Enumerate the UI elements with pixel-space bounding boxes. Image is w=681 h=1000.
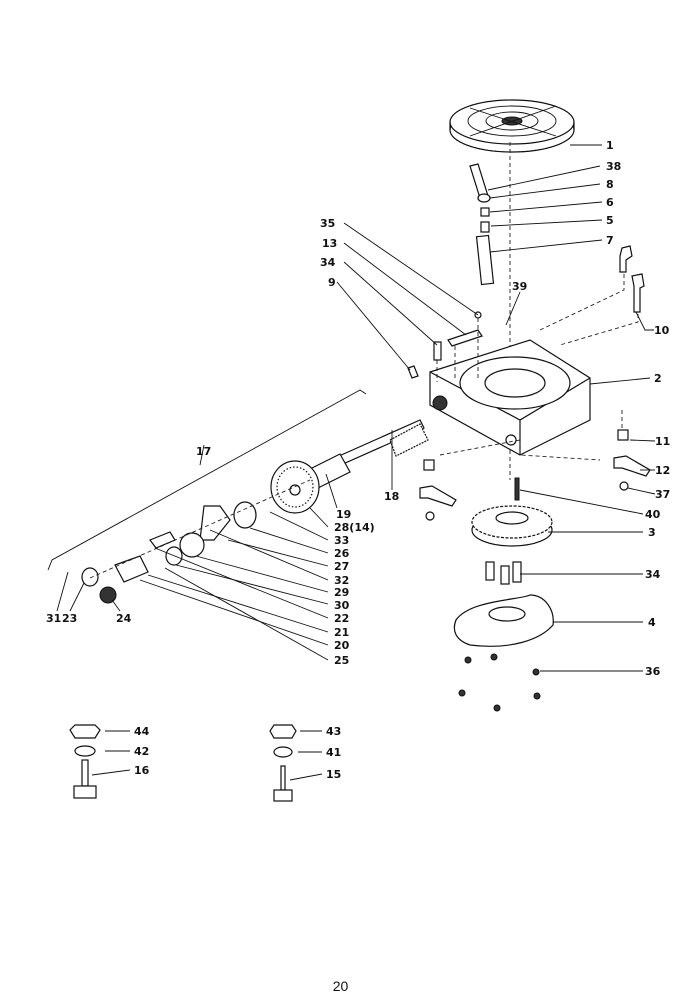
part-t-bolt-set-large <box>69 724 101 799</box>
callout-6: 6 <box>606 196 614 209</box>
part-bottom-plate <box>453 561 554 712</box>
part-base <box>429 339 591 456</box>
part-table-top <box>449 99 575 153</box>
callout-32: 32 <box>334 574 349 587</box>
callout-13: 13 <box>322 237 337 250</box>
callout-40: 40 <box>645 508 661 521</box>
callout-33: 33 <box>334 534 349 547</box>
callout-42: 42 <box>134 745 149 758</box>
callout-44: 44 <box>134 725 150 738</box>
callout-38: 38 <box>606 160 621 173</box>
callout-5: 5 <box>606 214 614 227</box>
part-pins <box>539 245 645 346</box>
callout-3: 3 <box>648 526 656 539</box>
callout-12: 12 <box>655 464 670 477</box>
callout-20: 20 <box>334 639 350 652</box>
callout-2: 2 <box>654 372 662 385</box>
callout-29: 29 <box>334 586 349 599</box>
callout-7: 7 <box>606 234 614 247</box>
leader-lines <box>56 144 656 781</box>
callout-23: 23 <box>62 612 77 625</box>
callout-16: 16 <box>134 764 150 777</box>
callout-18: 18 <box>384 490 399 503</box>
part-small-bushing <box>475 207 495 286</box>
callout-34: 34 <box>320 256 336 269</box>
callout-25: 25 <box>334 654 349 667</box>
part-plate-screws <box>407 311 483 382</box>
callout-17: 17 <box>196 445 211 458</box>
part-gear <box>471 477 553 547</box>
callout-21: 21 <box>334 626 349 639</box>
part-clamps <box>419 410 651 521</box>
part-lock-handle <box>469 163 491 203</box>
part-worm-shaft <box>81 419 429 604</box>
callout-22: 22 <box>334 612 349 625</box>
assembly-bracket <box>47 389 367 571</box>
callout-27: 27 <box>334 560 349 573</box>
page-number: 20 <box>332 978 349 994</box>
callout-4: 4 <box>648 616 656 629</box>
callout-19: 19 <box>336 508 351 521</box>
callout-8: 8 <box>606 178 614 191</box>
part-t-bolt-set-small <box>269 724 297 802</box>
callout-24: 24 <box>116 612 132 625</box>
callout-28: 28(14) <box>334 521 375 534</box>
callout-9: 9 <box>328 276 336 289</box>
callout-26: 26 <box>334 547 350 560</box>
callout-43: 43 <box>326 725 341 738</box>
callout-41: 41 <box>326 746 341 759</box>
callout-35: 35 <box>320 217 335 230</box>
callout-36: 36 <box>645 665 661 678</box>
callout-11: 11 <box>655 435 670 448</box>
callout-37: 37 <box>655 488 670 501</box>
callout-30: 30 <box>334 599 350 612</box>
callout-31: 31 <box>46 612 61 625</box>
callout-34-lower: 34 <box>645 568 661 581</box>
callout-labels: 1 38 8 6 5 7 35 13 34 9 39 10 2 11 12 37… <box>46 139 670 781</box>
callout-10: 10 <box>654 324 670 337</box>
callout-15: 15 <box>326 768 341 781</box>
callout-39: 39 <box>512 280 527 293</box>
callout-1: 1 <box>606 139 614 152</box>
